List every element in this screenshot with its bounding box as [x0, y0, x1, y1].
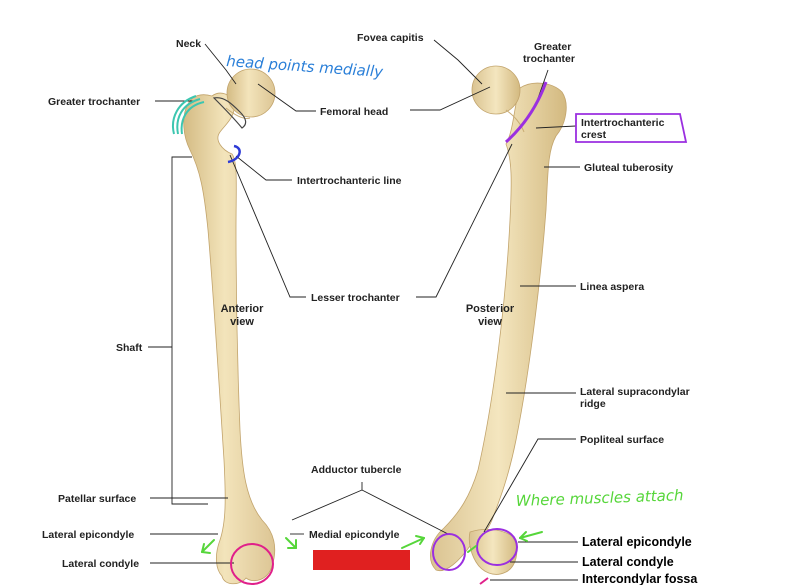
label-popliteal-surface: Popliteal surface	[580, 434, 664, 446]
label-greater-trochanter-posterior-1: Greater	[534, 41, 571, 53]
magenta-circle-lateral-condyle	[230, 543, 274, 585]
label-intercondylar-fossa: Intercondylar fossa	[582, 572, 698, 585]
red-redaction-box	[313, 550, 410, 570]
purple-circle-medial-condyle-posterior	[432, 533, 466, 571]
leader-lines	[148, 39, 580, 581]
label-lateral-supracondylar-1: Lateral supracondylar	[580, 386, 690, 398]
neck-outline-marker	[212, 97, 247, 129]
label-patellar-surface: Patellar surface	[58, 493, 136, 505]
label-medial-epicondyle: Medial epicondyle	[309, 529, 400, 541]
magenta-mark-intercondylar	[479, 577, 489, 585]
annotation-where-muscles-attach: Where muscles attach	[516, 486, 684, 510]
label-fovea-capitis: Fovea capitis	[357, 32, 424, 44]
anterior-view-title-1: Anterior	[221, 303, 265, 315]
label-intertrochanteric-line: Intertrochanteric line	[297, 175, 402, 187]
anterior-femur-bone	[183, 68, 276, 585]
teal-marker-greater-trochanter	[172, 95, 205, 135]
label-intertrochanteric-crest-1: Intertrochanteric	[581, 117, 665, 129]
label-lateral-supracondylar-2: ridge	[580, 398, 606, 410]
label-lesser-trochanter: Lesser trochanter	[311, 292, 400, 304]
label-lateral-epicondyle-posterior: Lateral epicondyle	[582, 535, 692, 549]
blue-marker-intertrochanteric-line	[227, 144, 241, 164]
posterior-view-title-1: Posterior	[466, 303, 515, 315]
label-gluteal-tuberosity: Gluteal tuberosity	[584, 162, 673, 174]
label-shaft: Shaft	[116, 342, 143, 354]
label-greater-trochanter-posterior-2: trochanter	[523, 53, 575, 65]
label-femoral-head: Femoral head	[320, 106, 388, 118]
anterior-view-title-2: view	[230, 316, 254, 328]
posterior-view-title-2: view	[478, 316, 502, 328]
label-lateral-condyle-anterior: Lateral condyle	[62, 558, 139, 570]
purple-circle-lateral-condyle-posterior	[476, 528, 518, 566]
label-neck: Neck	[176, 38, 201, 50]
label-intertrochanteric-crest-2: crest	[581, 129, 607, 141]
label-lateral-condyle-posterior: Lateral condyle	[582, 555, 674, 569]
green-arrows	[201, 531, 543, 554]
purple-box-intertrochanteric-crest	[575, 113, 688, 143]
label-linea-aspera: Linea aspera	[580, 281, 644, 293]
label-adductor-tubercle: Adductor tubercle	[311, 464, 402, 476]
label-greater-trochanter-anterior: Greater trochanter	[48, 96, 140, 108]
label-lateral-epicondyle-anterior: Lateral epicondyle	[42, 529, 134, 541]
purple-marker-intertrochanteric-crest	[504, 81, 548, 144]
